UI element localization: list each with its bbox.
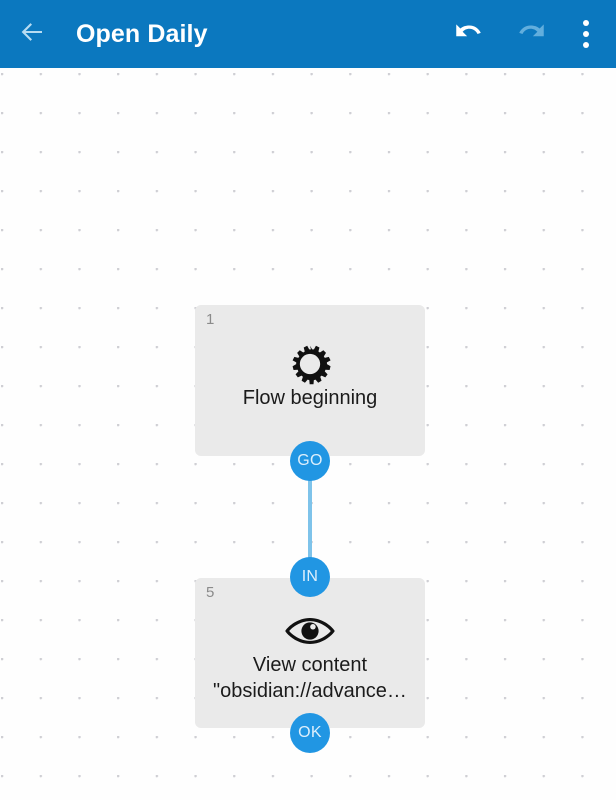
- port-label: OK: [298, 724, 322, 741]
- undo-button[interactable]: [438, 0, 500, 68]
- arrow-left-icon: [17, 17, 47, 52]
- node-5-out-port[interactable]: OK: [290, 713, 330, 753]
- more-vertical-icon: [583, 18, 589, 51]
- flow-node-1[interactable]: 1 Flow beginning: [195, 305, 425, 456]
- port-label: IN: [301, 568, 319, 585]
- node-label-line1: Flow beginning: [242, 387, 378, 409]
- app-bar: Open Daily: [0, 0, 616, 68]
- port-label: GO: [297, 452, 323, 469]
- node-label-line2: "obsidian://advance…: [213, 680, 407, 702]
- node-content: View content "obsidian://advance…: [195, 610, 425, 704]
- node-index: 1: [206, 311, 215, 328]
- flow-node-5[interactable]: 5 View content "obsidian://advance…: [195, 578, 425, 728]
- node-5-in-port[interactable]: IN: [290, 557, 330, 597]
- undo-icon: [452, 15, 486, 54]
- node-1-out-port[interactable]: GO: [290, 441, 330, 481]
- node-label-line1: View content: [252, 654, 368, 676]
- flow-canvas[interactable]: 1 Flow beginning GO 5: [0, 68, 616, 800]
- back-button[interactable]: [0, 0, 64, 68]
- overflow-menu-button[interactable]: [562, 0, 610, 68]
- redo-button[interactable]: [500, 0, 562, 68]
- node-content: Flow beginning: [195, 343, 425, 411]
- redo-icon: [514, 15, 548, 54]
- page-title: Open Daily: [76, 19, 208, 48]
- node-index: 5: [206, 584, 215, 601]
- eye-icon: [284, 610, 336, 652]
- connector-line[interactable]: [308, 461, 312, 577]
- app-bar-actions: [438, 0, 616, 68]
- gear-icon: [289, 343, 331, 385]
